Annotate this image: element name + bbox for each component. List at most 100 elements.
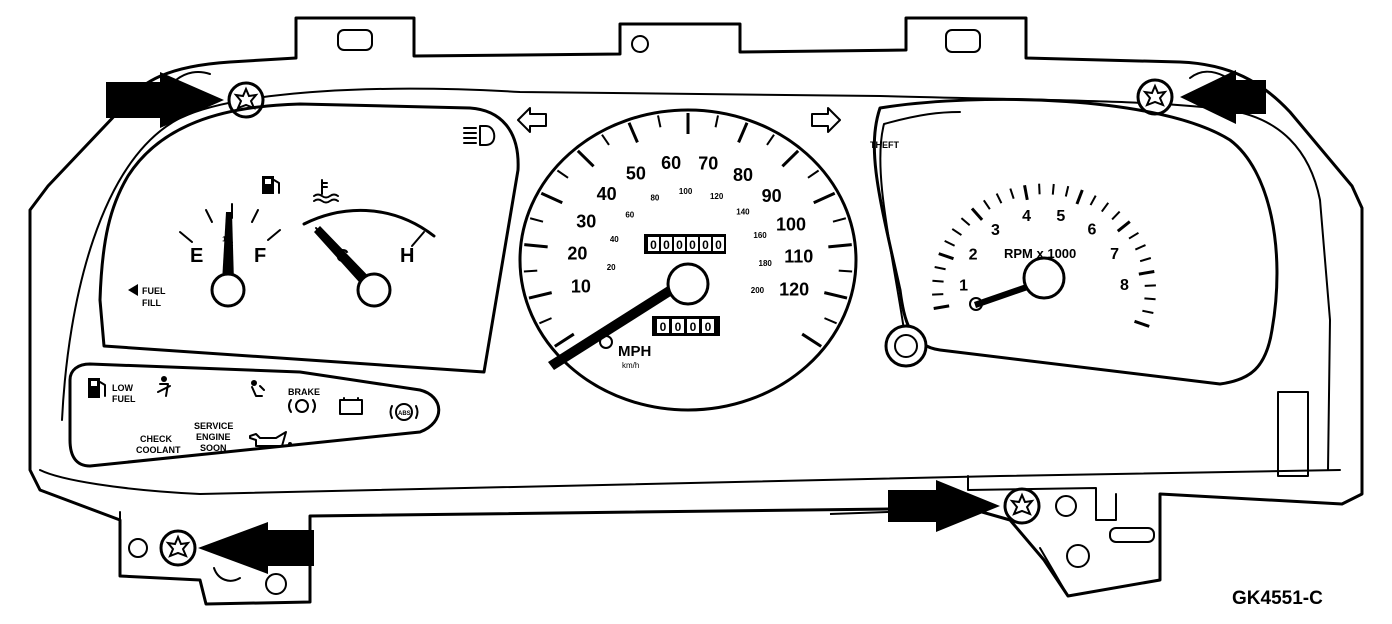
speedometer-kmh-label: 120	[710, 192, 724, 201]
tachometer-label: 3	[991, 222, 1000, 239]
speedometer-tick	[523, 269, 538, 273]
turn-right-icon	[811, 107, 841, 133]
speedometer-kmh-label: 100	[679, 187, 693, 196]
speedometer-tick-marks	[523, 113, 853, 348]
tachometer-tick	[1138, 270, 1155, 276]
speed-unit-sub-label: km/h	[622, 361, 639, 370]
arrow-icon	[106, 72, 224, 128]
speedometer-tick	[539, 317, 552, 325]
trip-digit: 0	[675, 320, 682, 334]
tachometer-tick	[933, 304, 950, 310]
odometer-digit: 0	[715, 238, 722, 252]
speedometer-kmh-label: 20	[607, 263, 616, 272]
speedometer-mph-label: 80	[733, 165, 753, 185]
tachometer-label: 6	[1088, 221, 1097, 238]
speedometer-tick	[528, 291, 553, 300]
fuel-empty-label: E	[190, 245, 203, 267]
fuel-full-label: F	[254, 245, 266, 267]
star-screw-icon	[1136, 78, 1174, 116]
tachometer-tick	[960, 217, 971, 227]
speedometer-tick	[824, 317, 837, 325]
tachometer-tick	[970, 207, 984, 221]
arrow-icon	[829, 480, 1000, 532]
service-engine-line2: ENGINE	[196, 432, 231, 442]
speed-unit-label: MPH	[618, 343, 651, 360]
tachometer-tick	[934, 265, 946, 271]
star-screw-icon	[1003, 487, 1041, 525]
turn-left-icon	[517, 107, 547, 133]
speedometer-tick	[781, 149, 800, 168]
speedometer-mph-label: 60	[661, 153, 681, 173]
fuel-fill-line2: FILL	[142, 298, 161, 308]
speedometer-mph-label: 50	[626, 164, 646, 184]
tachometer-tick	[1134, 319, 1150, 328]
check-coolant-line2: COOLANT	[136, 445, 181, 455]
speedometer-kmh-label: 60	[625, 211, 634, 220]
service-engine-line1: SERVICE	[194, 421, 233, 431]
brake-icon	[288, 399, 316, 413]
speedometer-mph-label: 70	[698, 154, 718, 174]
star-screw-icon	[159, 529, 197, 567]
speedometer-tick	[556, 169, 569, 179]
arrow-icon	[198, 522, 314, 574]
speedometer-tick	[813, 191, 836, 205]
abs-icon: ABS	[389, 403, 419, 421]
odometer-digit: 0	[689, 238, 696, 252]
tachometer-tick	[1101, 202, 1110, 213]
low-fuel-line1: LOW	[112, 383, 133, 393]
speedometer-kmh-label: 80	[650, 194, 659, 203]
tachometer-tick-marks	[932, 183, 1156, 328]
speedometer-tick	[576, 149, 595, 168]
tachometer-tick	[1009, 188, 1015, 199]
oil-can-icon	[249, 431, 292, 447]
odometer-digit: 0	[650, 238, 657, 252]
tachometer-tick	[1116, 220, 1131, 233]
speedometer-tick	[737, 122, 749, 143]
tachometer-tick	[1134, 244, 1146, 251]
tachometer-label: 1	[959, 278, 968, 295]
tachometer-label: 8	[1120, 277, 1129, 294]
star-screw-icon	[227, 81, 265, 119]
tachometer-label: 7	[1110, 246, 1119, 263]
speedometer-tick	[838, 269, 853, 273]
tachometer-tick	[1111, 210, 1121, 221]
theft-label: THEFT	[870, 140, 899, 150]
arrow-icon	[1180, 70, 1266, 124]
speedometer-tick	[766, 134, 775, 146]
speedometer-mph-label: 110	[784, 247, 813, 267]
speedometer-tick	[832, 217, 847, 223]
temp-gauge: C H	[302, 208, 436, 308]
temp-hot-label: H	[400, 245, 414, 267]
abs-label: ABS	[398, 411, 411, 417]
tachometer-tick	[1089, 195, 1097, 206]
tachometer-tick	[1128, 231, 1139, 240]
speedometer-tick	[627, 122, 639, 143]
speedometer-mph-label: 90	[762, 186, 782, 206]
service-engine-line3: SOON	[200, 443, 227, 453]
tachometer-tick	[951, 228, 962, 236]
tachometer-tick	[1023, 184, 1029, 201]
cluster-housing	[28, 16, 1364, 606]
brake-label: BRAKE	[288, 387, 320, 397]
tachometer-tick	[938, 252, 954, 261]
fuel-fill-line1: FUEL	[142, 286, 166, 296]
odometer-digit: 0	[676, 238, 683, 252]
speedometer-mph-label: 10	[571, 277, 591, 297]
tachometer-tick	[1064, 185, 1070, 197]
trip-digit: 0	[660, 320, 667, 334]
trip-digit: 0	[690, 320, 697, 334]
speedometer-kmh-label: 140	[736, 207, 750, 216]
left-gauge-panel: E ½ F C H FUEL FILL	[98, 102, 520, 374]
tachometer-label: 2	[969, 246, 978, 263]
speedometer-tick	[714, 115, 719, 128]
speedometer-kmh-label: 160	[753, 231, 767, 240]
tachometer-tick	[1142, 309, 1154, 315]
speedometer-tick	[601, 134, 610, 146]
tachometer-label: 5	[1056, 208, 1065, 225]
tachometer-tick	[995, 193, 1003, 204]
speedometer-mph-label: 20	[567, 244, 587, 264]
